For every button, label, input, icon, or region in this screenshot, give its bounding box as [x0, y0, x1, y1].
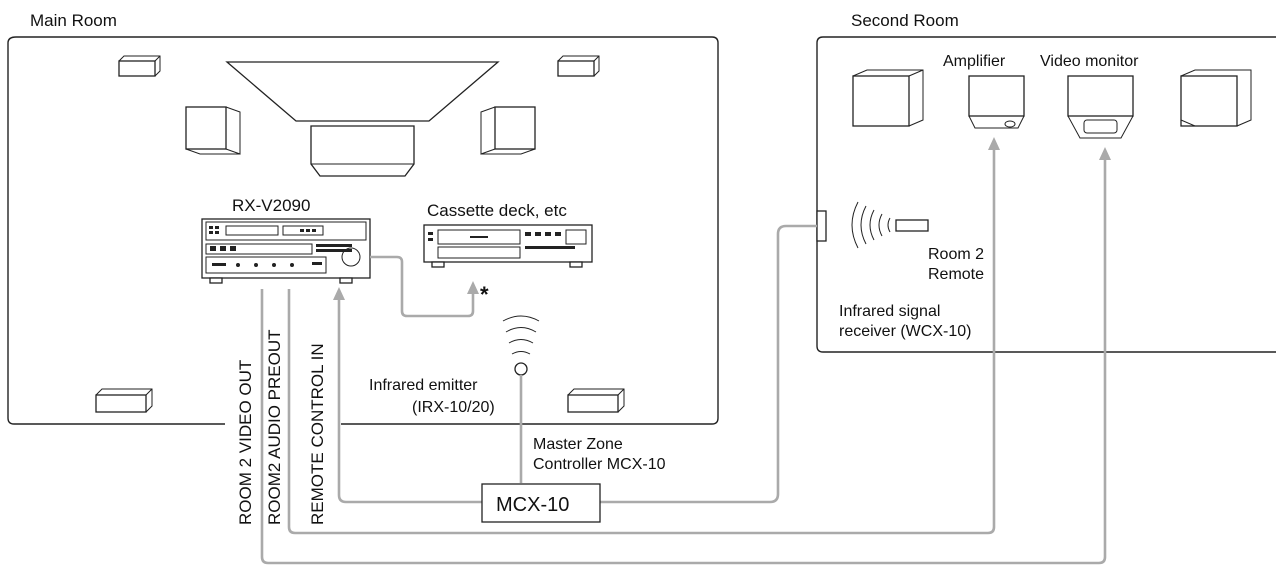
- second-room: Second Room: [816, 11, 1276, 353]
- front-right-speaker: [480, 106, 536, 155]
- cable-receiver-cassette: [370, 255, 475, 318]
- controller-mcx10: Master Zone Controller MCX-10: [533, 436, 666, 473]
- receiver-label: RX-V2090: [232, 196, 310, 215]
- video-monitor-label: Video monitor: [1040, 53, 1139, 70]
- controller-box-label: MCX-10: [496, 494, 569, 516]
- amplifier-label: Amplifier: [943, 53, 1006, 70]
- room2-left-speaker: [852, 69, 924, 127]
- main-room: Main Room: [7, 11, 719, 425]
- cables: [260, 137, 1111, 565]
- cassette-label: Cassette deck, etc: [427, 201, 567, 220]
- projection-screen: [225, 61, 500, 122]
- label-room2-audio-preout: ROOM2 AUDIO PREOUT: [265, 329, 284, 525]
- cassette-deck: Cassette deck, etc: [423, 201, 593, 268]
- video-monitor: Video monitor: [1040, 53, 1139, 139]
- rear-left-speaker: [95, 388, 153, 413]
- ir-emitter-label-2: (IRX-10/20): [412, 399, 495, 416]
- controller-label-1: Master Zone: [533, 436, 623, 453]
- room2-remote-label-2: Remote: [928, 266, 984, 283]
- cable-controller-receiver: [600, 224, 817, 504]
- ir-emitter-label-1: Infrared emitter: [369, 377, 478, 394]
- main-room-label: Main Room: [30, 11, 117, 30]
- arrow-amplifier: [988, 137, 1000, 150]
- label-room2-video-out: ROOM 2 VIDEO OUT: [236, 360, 255, 525]
- cable-audio-preout: [287, 150, 996, 535]
- controller-box: MCX-10: [481, 483, 601, 523]
- ir-receiver-label-2: receiver (WCX-10): [839, 323, 971, 340]
- room2-right-speaker: [1180, 69, 1252, 127]
- rear-right-speaker: [567, 388, 625, 413]
- label-remote-control-in: REMOTE CONTROL IN: [308, 343, 327, 525]
- front-right-tweeter: [557, 55, 600, 77]
- ir-receiver-wcx10: Infrared signal receiver (WCX-10): [816, 210, 971, 340]
- arrow-cassette: [467, 281, 479, 294]
- asterisk-note: *: [480, 282, 489, 307]
- front-left-tweeter: [118, 55, 161, 77]
- room2-remote: Room 2 Remote: [851, 201, 984, 283]
- cable-remote-control-in: [337, 300, 482, 504]
- room2-remote-label-1: Room 2: [928, 246, 984, 263]
- infrared-emitter: Infrared emitter (IRX-10/20): [369, 315, 540, 416]
- arrow-monitor: [1099, 147, 1111, 160]
- receiver-rx-v2090: RX-V2090: [201, 196, 371, 284]
- controller-label-2: Controller MCX-10: [533, 456, 666, 473]
- front-left-speaker: [185, 106, 241, 155]
- cable-video-out: [260, 160, 1107, 565]
- center-speaker: [310, 125, 415, 177]
- ir-receiver-label-1: Infrared signal: [839, 303, 940, 320]
- amplifier: Amplifier: [943, 53, 1025, 129]
- second-room-label: Second Room: [851, 11, 959, 30]
- arrow-remote-in: [333, 287, 345, 300]
